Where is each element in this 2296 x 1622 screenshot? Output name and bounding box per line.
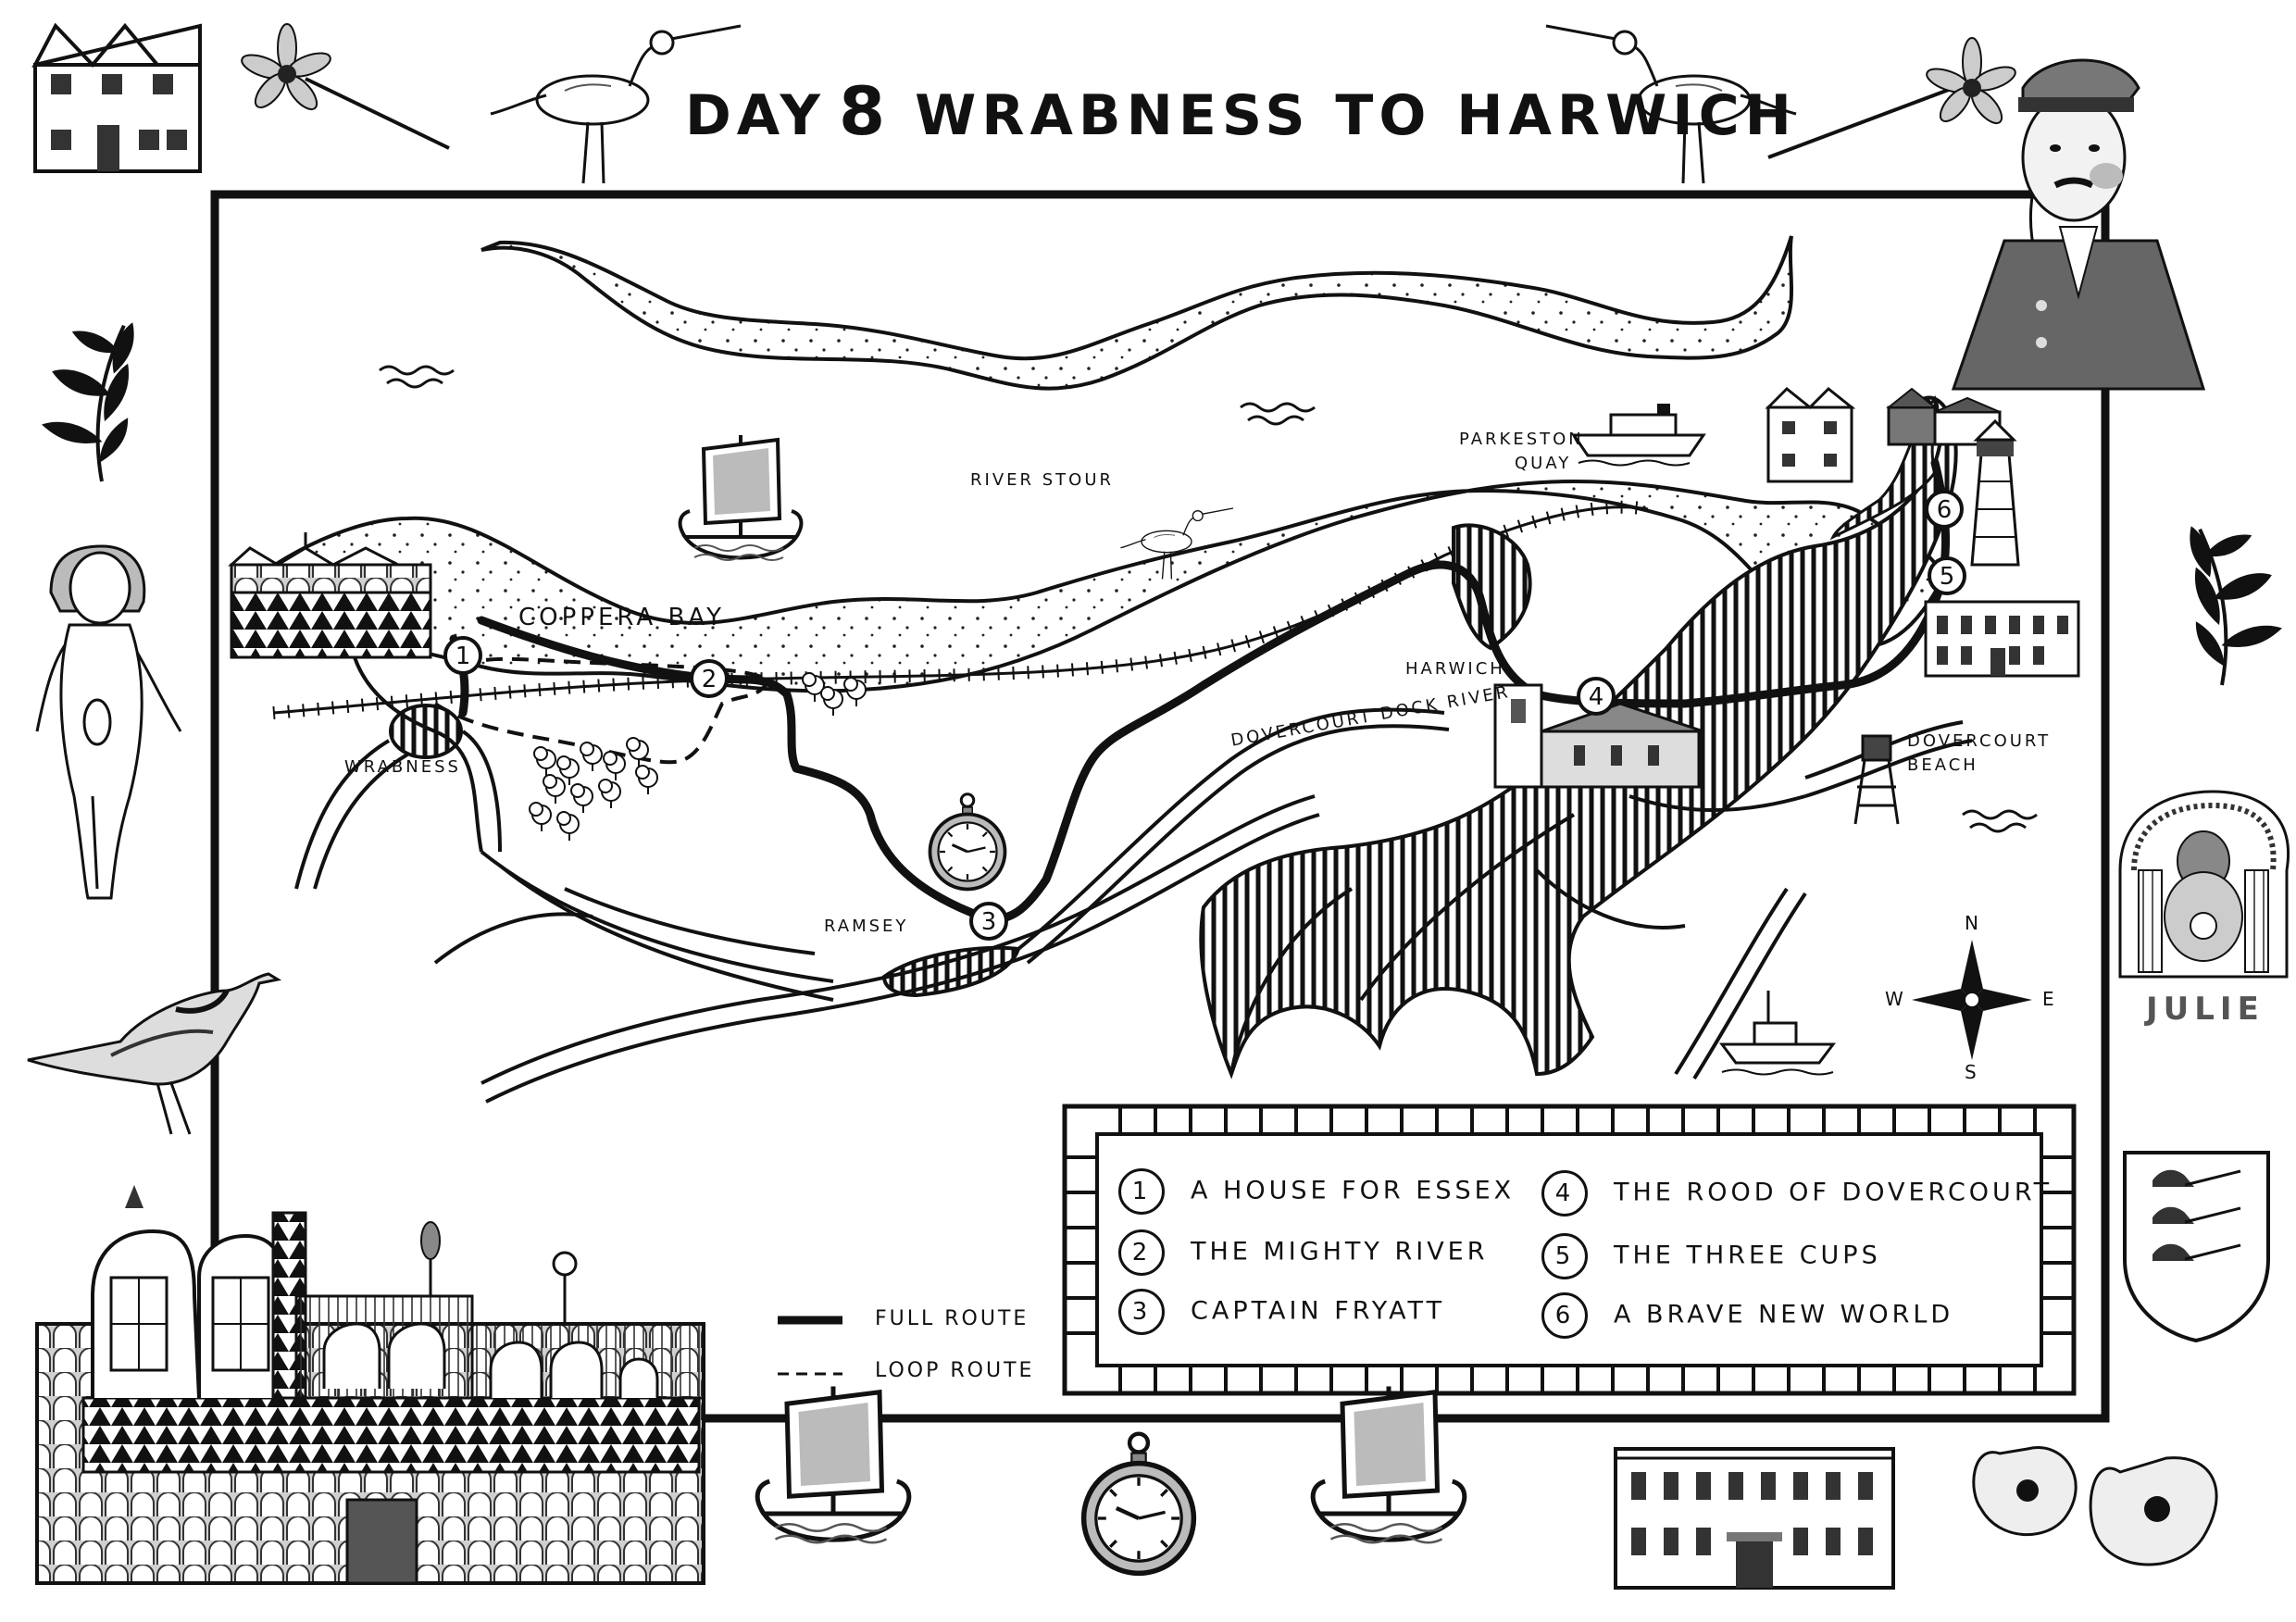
flower-icon bbox=[1767, 37, 2016, 159]
legend-label: CAPTAIN FRYATT bbox=[1191, 1296, 1446, 1326]
label-beach: BEACH bbox=[1907, 755, 1978, 775]
dovercourt-lighthouse-icon bbox=[1853, 734, 1900, 825]
label-river-stour: RIVER STOUR bbox=[970, 470, 1115, 490]
manor-house-icon bbox=[1614, 1447, 1895, 1590]
legend-number: 1 bbox=[1118, 1168, 1165, 1215]
legend-item: 2 THE MIGHTY RIVER bbox=[1118, 1229, 1489, 1276]
map-marker-4: 4 bbox=[1577, 677, 1616, 716]
label-coppera-bay: COPPERA BAY bbox=[518, 604, 725, 631]
church-icon bbox=[1493, 683, 1704, 789]
fern-icon bbox=[2141, 513, 2296, 700]
pocket-watch-icon bbox=[1084, 1434, 1194, 1574]
legend-item: 6 A BRAVE NEW WORLD bbox=[1541, 1292, 1953, 1339]
legend-number: 2 bbox=[1118, 1229, 1165, 1276]
legend-item: 5 THE THREE CUPS bbox=[1541, 1233, 1881, 1279]
ornate-house-icon bbox=[35, 1185, 705, 1585]
legend-item: 1 A HOUSE FOR ESSEX bbox=[1118, 1168, 1515, 1215]
poppy-icon bbox=[1972, 1446, 2078, 1537]
map-marker-label: 5 bbox=[1940, 563, 1955, 591]
legend-label: A BRAVE NEW WORLD bbox=[1614, 1300, 1954, 1329]
compass-east: E bbox=[2042, 988, 2054, 1010]
compass-west: W bbox=[1885, 988, 1903, 1010]
title-route: WRABNESS TO HARWICH bbox=[915, 83, 1797, 148]
lighthouse-icon bbox=[1970, 418, 2020, 567]
label-parkeston: PARKESTON bbox=[1459, 430, 1584, 449]
label-quay: QUAY bbox=[1515, 454, 1572, 473]
map-marker-5: 5 bbox=[1928, 556, 1966, 595]
legend-label: THE ROOD OF DOVERCOURT bbox=[1614, 1178, 2053, 1207]
small-bird-icon bbox=[27, 972, 282, 1135]
full-route-label: FULL ROUTE bbox=[875, 1307, 1029, 1330]
map-marker-label: 2 bbox=[702, 666, 718, 693]
three-cups-building-icon bbox=[1924, 600, 2080, 678]
label-harwich: HARWICH bbox=[1405, 659, 1505, 679]
map-marker-2: 2 bbox=[690, 659, 729, 698]
loop-route-label: LOOP ROUTE bbox=[875, 1359, 1035, 1382]
legend-label: A HOUSE FOR ESSEX bbox=[1191, 1176, 1516, 1205]
compass-icon bbox=[1912, 940, 2032, 1060]
small-boat-icon bbox=[1719, 991, 1836, 1076]
map-marker-6: 6 bbox=[1925, 490, 1964, 529]
compass-south: S bbox=[1965, 1061, 1977, 1083]
legend-number: 6 bbox=[1541, 1292, 1588, 1339]
ferry-icon bbox=[1571, 404, 1706, 467]
title-day-number: 8 bbox=[838, 72, 892, 150]
fern-icon bbox=[13, 309, 182, 496]
map-marker-label: 6 bbox=[1937, 496, 1953, 524]
label-wrabness: WRABNESS bbox=[344, 757, 461, 777]
legend-item: 3 CAPTAIN FRYATT bbox=[1118, 1289, 1445, 1335]
map-marker-label: 3 bbox=[981, 908, 997, 936]
portrait-caption: JULIE bbox=[2146, 991, 2265, 1028]
label-ramsey: RAMSEY bbox=[824, 917, 909, 936]
figure-icon bbox=[35, 544, 182, 900]
legend-label: THE MIGHTY RIVER bbox=[1191, 1237, 1489, 1266]
legend-item: 4 THE ROOD OF DOVERCOURT bbox=[1541, 1170, 2053, 1216]
house-for-essex-map-icon bbox=[228, 532, 432, 659]
map-marker-label: 4 bbox=[1589, 683, 1604, 711]
map-marker-label: 1 bbox=[455, 643, 471, 670]
map-marker-3: 3 bbox=[969, 902, 1008, 941]
harwich-houses-icon bbox=[1765, 386, 2002, 483]
map-marker-1: 1 bbox=[443, 636, 482, 675]
flower-icon bbox=[241, 23, 450, 150]
sailor-portrait-icon bbox=[1951, 58, 2206, 391]
label-dovercourt: DOVERCOURT bbox=[1907, 731, 2052, 751]
compass-north: N bbox=[1965, 912, 1978, 934]
title-day-prefix: DAY bbox=[685, 83, 826, 148]
ship-icon bbox=[1313, 1387, 1465, 1543]
legend-number: 4 bbox=[1541, 1170, 1588, 1216]
legend-label: THE THREE CUPS bbox=[1614, 1241, 1881, 1270]
legend-number: 5 bbox=[1541, 1233, 1588, 1279]
shield-icon bbox=[2123, 1151, 2270, 1343]
julie-tablet-icon bbox=[2118, 790, 2290, 979]
ship-icon bbox=[757, 1387, 909, 1543]
house-icon bbox=[31, 22, 202, 173]
legend-number: 3 bbox=[1118, 1289, 1165, 1335]
poppy-icon bbox=[2089, 1456, 2218, 1566]
